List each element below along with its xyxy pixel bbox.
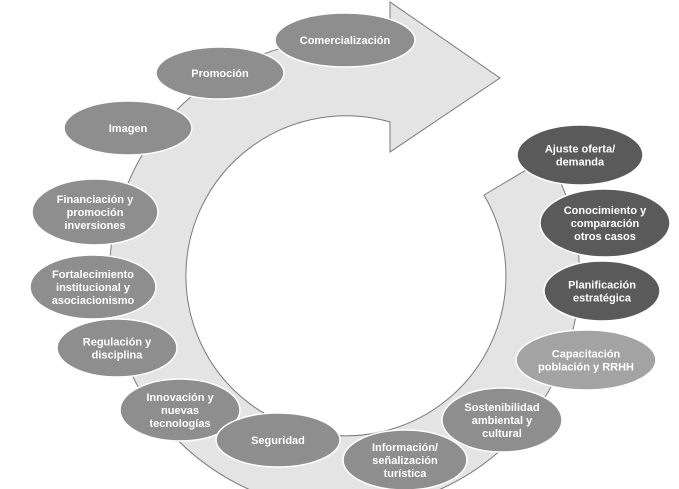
node-ellipse <box>155 46 285 100</box>
node-label: disciplina <box>92 350 144 362</box>
node-label: Fortalecimiento <box>52 269 134 281</box>
node-label: turística <box>384 468 428 480</box>
node-ellipse <box>29 254 157 320</box>
node-label: inversiones <box>64 220 125 232</box>
node-label: Promoción <box>191 68 249 80</box>
node-label: Ajuste oferta/ <box>545 144 615 156</box>
node-label: Planificación <box>568 280 636 292</box>
node-label: Sostenibilidad <box>464 402 539 414</box>
node-label: Capacitación <box>552 349 621 361</box>
node-label: Seguridad <box>251 435 305 447</box>
cycle-node: Comercialización <box>274 12 416 68</box>
cycle-node: Ajuste oferta/demanda <box>516 124 644 186</box>
node-label: otros casos <box>574 231 636 243</box>
node-ellipse <box>543 260 661 322</box>
node-label: Comercialización <box>300 35 391 47</box>
node-label: Imagen <box>109 123 148 135</box>
node-ellipse <box>31 178 159 246</box>
node-ellipse <box>63 100 193 156</box>
node-label: estratégica <box>573 293 632 305</box>
node-ellipse <box>215 412 341 468</box>
node-ellipse <box>274 12 416 68</box>
cycle-node: Seguridad <box>215 412 341 468</box>
node-label: Conocimiento y <box>564 205 647 217</box>
node-label: nuevas <box>161 405 199 417</box>
node-label: Información/ <box>372 442 438 454</box>
node-ellipse <box>516 124 644 186</box>
node-label: tecnologías <box>149 418 210 430</box>
node-label: población y RRHH <box>538 362 634 374</box>
node-label: ambiental y <box>472 415 533 427</box>
node-ellipse <box>56 318 178 378</box>
node-ellipse <box>441 387 563 453</box>
node-label: Regulación y <box>83 337 152 349</box>
cycle-node: Imagen <box>63 100 193 156</box>
node-ellipse <box>539 188 671 258</box>
node-label: Innovación y <box>146 392 214 404</box>
node-label: promoción <box>67 207 124 219</box>
node-ellipse <box>515 329 657 391</box>
cycle-node: Promoción <box>155 46 285 100</box>
node-label: comparación <box>571 218 640 230</box>
node-label: señalización <box>372 455 438 467</box>
node-ellipse <box>119 378 241 442</box>
node-label: Financiación y <box>57 194 134 206</box>
node-label: cultural <box>482 428 522 440</box>
node-ellipse <box>342 429 468 489</box>
node-label: demanda <box>556 157 605 169</box>
node-label: institucional y <box>56 282 131 294</box>
node-label: asociacionismo <box>52 295 135 307</box>
